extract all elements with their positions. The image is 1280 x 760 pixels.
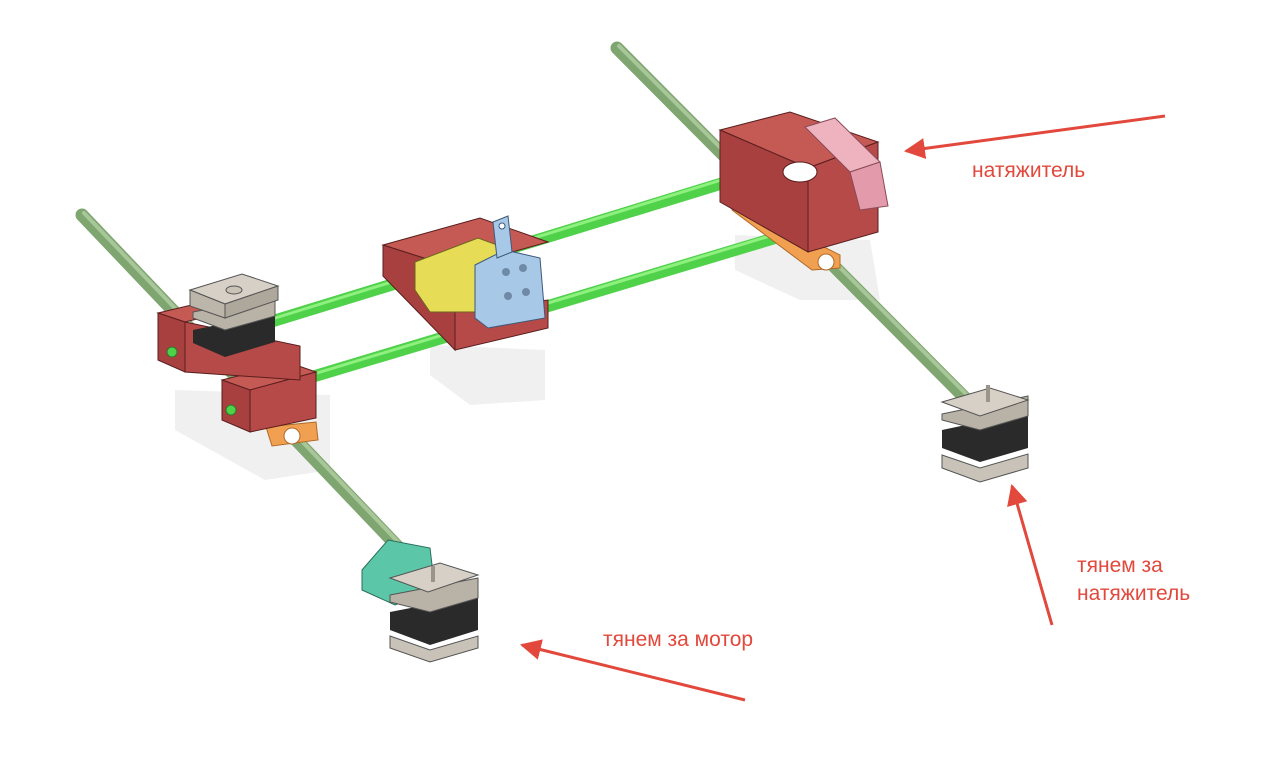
tensioner-side: [849, 161, 889, 211]
arrow-pull-motor: [519, 639, 746, 702]
left-motor-shaft-boss: [225, 285, 243, 295]
carriage-blue-bracket: [474, 249, 546, 329]
carriage-hole-4: [522, 288, 530, 296]
label-pull-by-motor: тянем за мотор: [603, 628, 754, 651]
bottom-right-motor: [940, 385, 1030, 483]
carriage-hole-3: [504, 292, 512, 300]
right-assembly: [718, 111, 889, 271]
carriage-shadow: [430, 345, 545, 405]
right-block-hole: [782, 161, 818, 183]
bottom-left-motor: [361, 539, 480, 663]
label-pull-by-tensioner-line1: тянем за: [1077, 554, 1163, 577]
br-motor-bottom-cap: [941, 453, 1029, 483]
label-pull-by-tensioner-line2: натяжитель: [1077, 582, 1191, 605]
carriage-blue-tab: [492, 215, 513, 259]
right-bearing-bore: [817, 253, 835, 271]
label-pull-by-tensioner: тянем за натяжитель: [1077, 552, 1190, 608]
carriage-hole-2: [519, 264, 527, 272]
carriage-tab-hole: [498, 222, 506, 230]
arrow-tensioner: [903, 114, 1166, 159]
label-tensioner: натяжитель: [972, 159, 1086, 182]
left-assembly: [156, 273, 319, 447]
left-block-upper-front: [157, 312, 186, 373]
arrow-pull-tensioner: [1007, 483, 1054, 626]
bl-motor-black-band: [390, 595, 478, 645]
inner-rod-bottom-shine: [316, 227, 794, 375]
annotation-arrows: [519, 114, 1166, 702]
carriage: [381, 215, 550, 352]
left-motor-black-band: [193, 313, 275, 357]
left-endcap-lower: [225, 404, 237, 416]
br-motor-top: [940, 387, 1030, 417]
carriage-hole-1: [502, 268, 510, 276]
left-bearing-bore: [283, 427, 301, 445]
bl-motor-body: [389, 577, 479, 613]
bl-motor-bottom-cap: [389, 635, 479, 663]
left-endcap-upper: [166, 346, 178, 358]
br-motor-black-band: [942, 412, 1028, 462]
left-motor-front: [224, 285, 279, 319]
inner-rod-bottom: [309, 226, 801, 382]
